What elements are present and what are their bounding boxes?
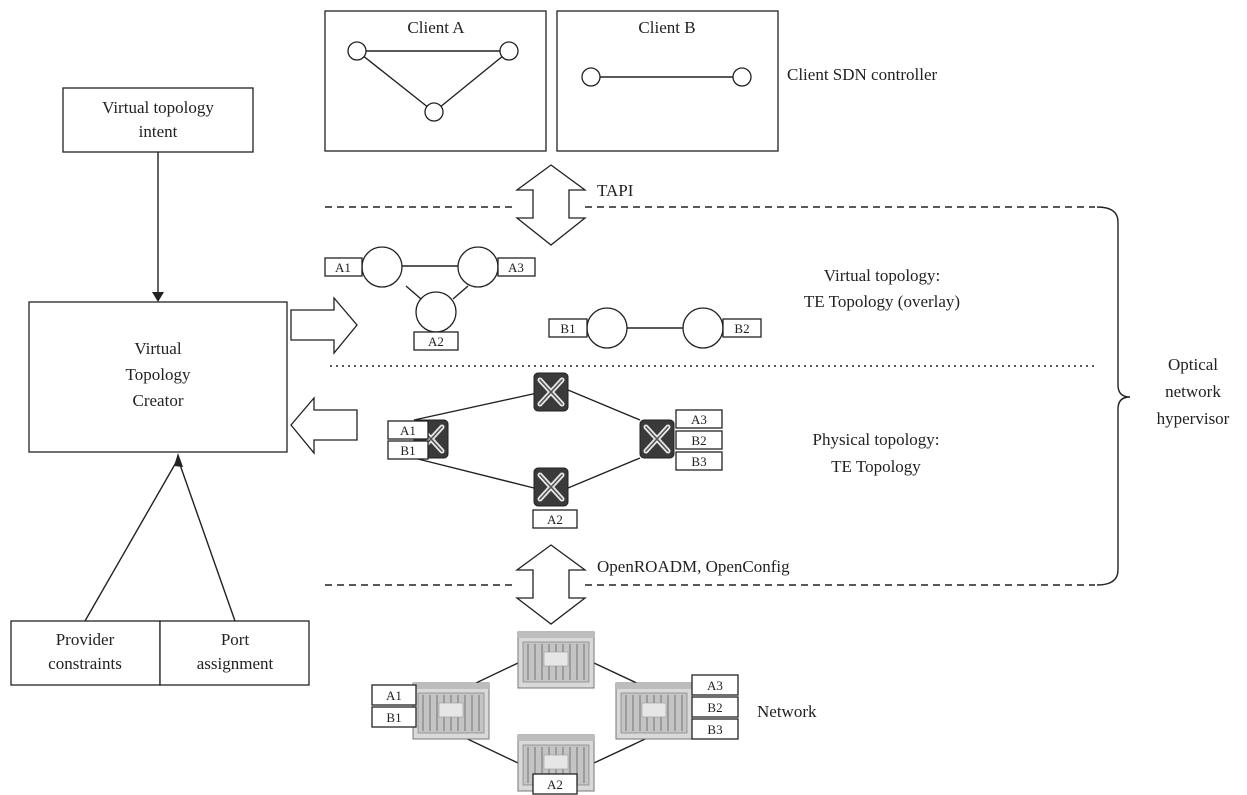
physical-topology-label: Physical topology: bbox=[812, 430, 939, 449]
virtual-topology-label: Virtual topology: bbox=[824, 266, 941, 285]
constraints-arrowhead bbox=[174, 453, 183, 467]
virtual-node bbox=[415, 291, 457, 333]
port-label bbox=[691, 718, 739, 740]
client-a-node bbox=[347, 41, 367, 61]
port-label bbox=[413, 331, 459, 351]
svg-text:constraints: constraints bbox=[48, 654, 122, 673]
client-a-title: Client A bbox=[407, 18, 465, 37]
port-label bbox=[691, 674, 739, 696]
svg-text:A1: A1 bbox=[400, 423, 416, 438]
optical-switch-icon bbox=[534, 373, 568, 411]
hypervisor-label: Optical bbox=[1168, 355, 1218, 374]
svg-text:B3: B3 bbox=[707, 722, 722, 737]
svg-text:A2: A2 bbox=[547, 512, 563, 527]
svg-text:Port: Port bbox=[221, 630, 250, 649]
port-label bbox=[675, 409, 723, 429]
optical-switch-icon bbox=[534, 468, 568, 506]
svg-text:B1: B1 bbox=[400, 443, 415, 458]
southbound-interface-arrow bbox=[515, 544, 587, 625]
intent-arrowhead bbox=[152, 292, 164, 302]
client-a-panel: Client A bbox=[324, 10, 547, 152]
svg-text:A3: A3 bbox=[707, 678, 723, 693]
svg-text:Creator: Creator bbox=[133, 391, 184, 410]
network-layer: A1 B1 A3 B2 B3 A2 bbox=[371, 631, 739, 795]
svg-text:B2: B2 bbox=[691, 433, 706, 448]
svg-text:assignment: assignment bbox=[197, 654, 274, 673]
roadm-chassis-icon bbox=[517, 631, 595, 689]
port-label bbox=[722, 318, 762, 338]
virtual-topology-intent-box: Virtual topology intent bbox=[62, 87, 254, 153]
port-assignment-box: Port assignment bbox=[159, 620, 310, 686]
svg-text:B1: B1 bbox=[386, 710, 401, 725]
physical-to-creator-arrow bbox=[290, 396, 358, 455]
port-label bbox=[324, 257, 363, 277]
virtual-topology-label: TE Topology (overlay) bbox=[804, 292, 960, 311]
hypervisor-label: network bbox=[1165, 382, 1221, 401]
physical-topology-label: TE Topology bbox=[831, 457, 921, 476]
svg-text:B2: B2 bbox=[707, 700, 722, 715]
roadm-chassis-icon bbox=[615, 682, 693, 740]
client-b-node bbox=[581, 67, 601, 87]
virtual-topology-creator-box: Virtual Topology Creator bbox=[28, 301, 288, 453]
roadm-chassis-icon bbox=[412, 682, 490, 740]
virtual-node bbox=[457, 246, 499, 288]
tapi-interface-arrow bbox=[515, 164, 587, 246]
svg-text:B1: B1 bbox=[560, 321, 575, 336]
svg-text:B3: B3 bbox=[691, 454, 706, 469]
southbound-interface-label: OpenROADM, OpenConfig bbox=[597, 557, 790, 576]
virtual-node bbox=[586, 307, 628, 349]
svg-text:Provider: Provider bbox=[56, 630, 115, 649]
svg-text:Virtual: Virtual bbox=[134, 339, 181, 358]
svg-text:A1: A1 bbox=[386, 688, 402, 703]
client-a-node bbox=[424, 102, 444, 122]
port-assignment-arrow bbox=[177, 458, 236, 622]
svg-text:intent: intent bbox=[139, 122, 178, 141]
port-label bbox=[532, 773, 578, 795]
virtual-node bbox=[361, 246, 403, 288]
network-label: Network bbox=[757, 702, 817, 721]
svg-text:Virtual topology: Virtual topology bbox=[102, 98, 214, 117]
svg-text:A2: A2 bbox=[428, 334, 444, 349]
port-label bbox=[387, 420, 429, 440]
client-sdn-controller-label: Client SDN controller bbox=[787, 65, 937, 84]
svg-text:A3: A3 bbox=[691, 412, 707, 427]
physical-topology: A1 B1 A3 B2 B3 A2 bbox=[387, 373, 723, 529]
port-label bbox=[675, 451, 723, 471]
optical-switch-icon bbox=[640, 420, 674, 458]
port-label bbox=[691, 696, 739, 718]
svg-text:A2: A2 bbox=[547, 777, 563, 792]
port-label bbox=[371, 706, 417, 728]
svg-text:A3: A3 bbox=[508, 260, 524, 275]
port-label bbox=[675, 430, 723, 450]
client-a-node bbox=[499, 41, 519, 61]
tapi-label: TAPI bbox=[597, 181, 634, 200]
virtual-topology: A1 A3 A2 B1 B2 bbox=[324, 246, 762, 351]
port-label bbox=[548, 318, 588, 338]
client-b-node bbox=[732, 67, 752, 87]
port-label bbox=[387, 440, 429, 460]
svg-text:B2: B2 bbox=[734, 321, 749, 336]
virtual-node bbox=[682, 307, 724, 349]
svg-text:A1: A1 bbox=[335, 260, 351, 275]
port-label bbox=[532, 509, 578, 529]
port-label bbox=[497, 257, 536, 277]
client-b-panel: Client B bbox=[556, 10, 779, 152]
constraints-arrow bbox=[84, 458, 179, 622]
provider-constraints-box: Provider constraints bbox=[10, 620, 161, 686]
hypervisor-label: hypervisor bbox=[1157, 409, 1230, 428]
client-b-title: Client B bbox=[638, 18, 695, 37]
creator-to-virtual-arrow bbox=[290, 296, 358, 355]
hypervisor-brace bbox=[1096, 206, 1131, 586]
svg-text:Topology: Topology bbox=[126, 365, 191, 384]
port-label bbox=[371, 684, 417, 706]
